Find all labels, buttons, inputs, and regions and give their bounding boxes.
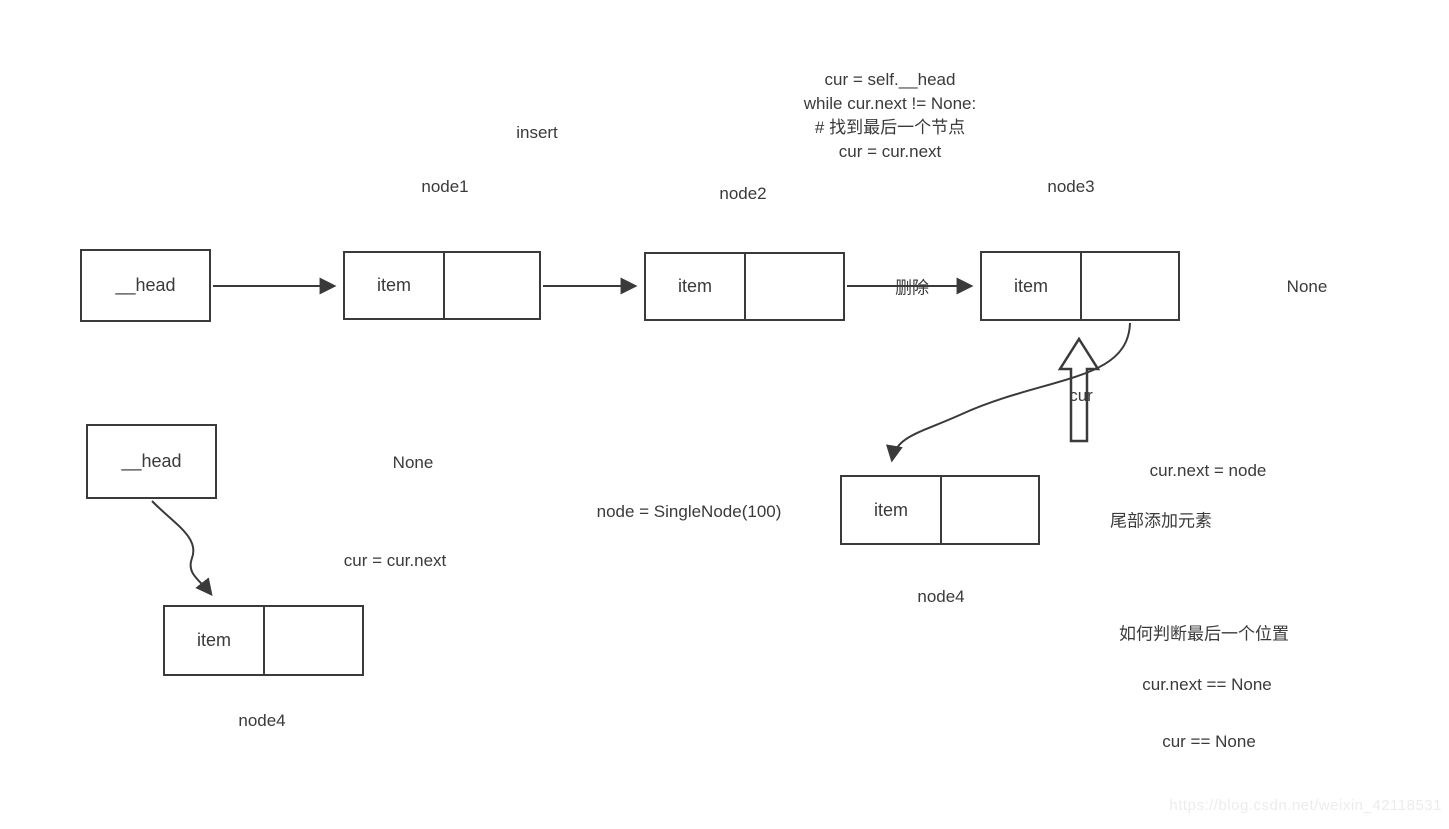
- tail-append-label: 尾部添加元素: [1110, 511, 1212, 531]
- head-box-top: __head: [80, 249, 211, 322]
- node1-item-label: item: [376, 275, 411, 295]
- cur-next-assign-label: cur.next = node: [1149, 461, 1267, 480]
- insert-label: insert: [516, 123, 558, 142]
- node4-mid-item-cell: item: [842, 477, 942, 543]
- node1-title: node1: [421, 177, 469, 196]
- single-node-call-label: node = SingleNode(100): [596, 502, 782, 521]
- cur-next-eq-none-label: cur.next == None: [1142, 675, 1272, 694]
- node4-mid-item-label: item: [873, 499, 908, 520]
- cur-pointer-label: cur: [1069, 386, 1093, 405]
- delete-edge-label: 删除: [895, 278, 929, 298]
- node4-bottom-item-cell: item: [165, 607, 265, 674]
- node3-box: item: [980, 251, 1180, 321]
- node4-bottom-box: item: [163, 605, 364, 676]
- none-row1-label: None: [1286, 277, 1328, 296]
- head-box-bottom: __head: [86, 424, 217, 499]
- head-box-top-label: __head: [115, 275, 176, 295]
- node3-item-label: item: [1013, 275, 1048, 296]
- code-line-3: # 找到最后一个节点: [814, 118, 966, 137]
- node2-box: item: [644, 252, 845, 321]
- node1-box: item: [343, 251, 541, 320]
- node4-mid-title: node4: [917, 587, 965, 606]
- node3-title: node3: [1047, 177, 1095, 196]
- code-block: cur = self.__head while cur.next != None…: [690, 68, 1090, 164]
- none-left-label: None: [392, 453, 434, 472]
- node1-next-cell: [445, 253, 539, 318]
- node2-title: node2: [719, 184, 767, 203]
- node4-mid-box: item: [840, 475, 1040, 545]
- curve-head-to-node4: [151, 500, 213, 597]
- cur-advance-label: cur = cur.next: [343, 551, 447, 570]
- blog-watermark: https://blog.csdn.net/weixin_42118531: [1169, 797, 1442, 814]
- node4-bottom-item-label: item: [196, 630, 231, 650]
- code-line-2: while cur.next != None:: [803, 94, 977, 113]
- code-line-4: cur = cur.next: [838, 142, 942, 161]
- how-to-judge-last-label: 如何判断最后一个位置: [1119, 624, 1289, 644]
- node4-mid-next-cell: [942, 477, 1038, 543]
- node3-next-cell: [1082, 253, 1178, 319]
- head-box-bottom-label: __head: [121, 451, 182, 471]
- cur-eq-none-label: cur == None: [1162, 732, 1256, 751]
- curve-node3-to-node4: [886, 322, 1131, 463]
- node3-item-cell: item: [982, 253, 1082, 319]
- node4-bottom-next-cell: [265, 607, 362, 674]
- node2-next-cell: [746, 254, 843, 319]
- node2-item-cell: item: [646, 254, 746, 319]
- node2-item-label: item: [677, 276, 712, 296]
- node4-bottom-title: node4: [238, 711, 286, 730]
- node1-item-cell: item: [345, 253, 445, 318]
- code-line-1: cur = self.__head: [824, 70, 956, 89]
